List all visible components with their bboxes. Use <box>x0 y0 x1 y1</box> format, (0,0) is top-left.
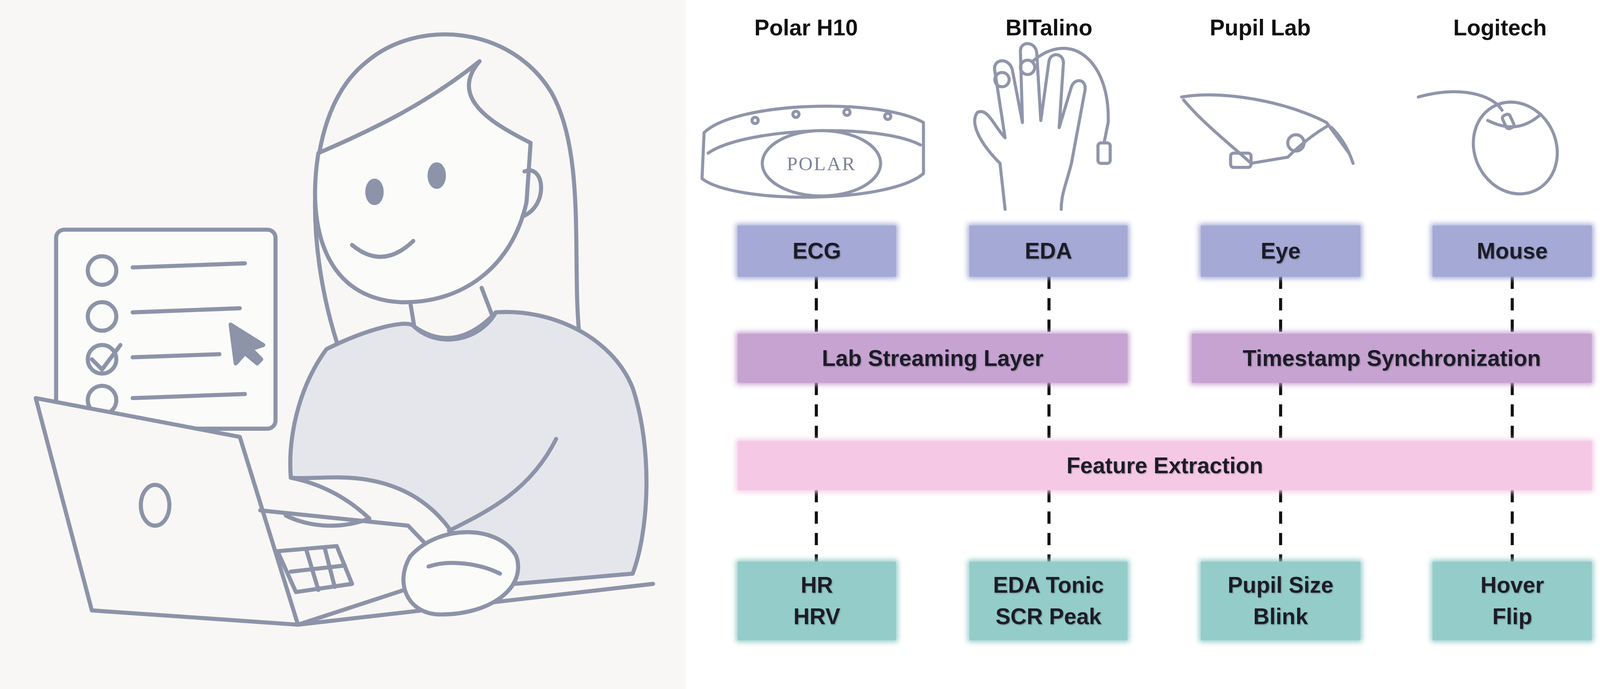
person-sketch <box>35 34 654 625</box>
dashed-connector <box>1510 382 1514 441</box>
sync-band: Lab Streaming Layer <box>737 333 1128 383</box>
node-text: HR <box>800 569 833 601</box>
sync-band: Timestamp Synchronization <box>1191 333 1592 383</box>
node-text: ECG <box>792 235 842 267</box>
device-name: BITalino <box>1005 14 1093 41</box>
node-text: Hover <box>1480 569 1545 601</box>
sensor-box: Eye <box>1200 225 1360 277</box>
device-sketches <box>701 43 1573 209</box>
device-name: Logitech <box>1453 14 1547 41</box>
node-text: HRV <box>793 600 841 633</box>
process-band: Feature Extraction <box>737 440 1592 490</box>
dashed-connector <box>1047 382 1051 441</box>
dashed-connector <box>814 382 818 441</box>
dashed-connector <box>814 276 818 334</box>
dashed-connector <box>1047 276 1051 334</box>
node-text: Feature Extraction <box>1066 449 1263 482</box>
dashed-connector <box>1047 489 1051 562</box>
node-text: Flip <box>1492 600 1533 633</box>
dashed-connector <box>1279 276 1283 334</box>
node-text: Pupil Size <box>1227 569 1334 601</box>
dashed-connector <box>1510 489 1514 562</box>
dashed-connector <box>1510 276 1514 334</box>
feature-box: HoverFlip <box>1432 561 1592 640</box>
feature-box: HRHRV <box>737 561 897 640</box>
node-text: SCR Peak <box>995 600 1102 633</box>
sensor-box: ECG <box>737 225 897 277</box>
feature-box: Pupil SizeBlink <box>1200 561 1360 640</box>
node-text: EDA Tonic <box>993 569 1104 601</box>
node-text: Eye <box>1260 235 1301 267</box>
sensor-box: Mouse <box>1432 225 1592 277</box>
device-name: Polar H10 <box>754 14 858 41</box>
brand-mark: POLAR <box>786 152 857 175</box>
node-text: Lab Streaming Layer <box>821 342 1044 374</box>
sensor-box: EDA <box>969 225 1128 277</box>
node-text: Mouse <box>1476 235 1548 267</box>
node-text: Blink <box>1253 600 1308 633</box>
feature-box: EDA TonicSCR Peak <box>969 561 1128 640</box>
dashed-connector <box>1279 382 1283 441</box>
dashed-connector <box>814 489 818 562</box>
node-text: Timestamp Synchronization <box>1242 342 1542 374</box>
node-text: EDA <box>1024 235 1073 267</box>
device-name: Pupil Lab <box>1209 14 1311 41</box>
illustration-ground <box>0 0 686 689</box>
dashed-connector <box>1279 489 1283 562</box>
